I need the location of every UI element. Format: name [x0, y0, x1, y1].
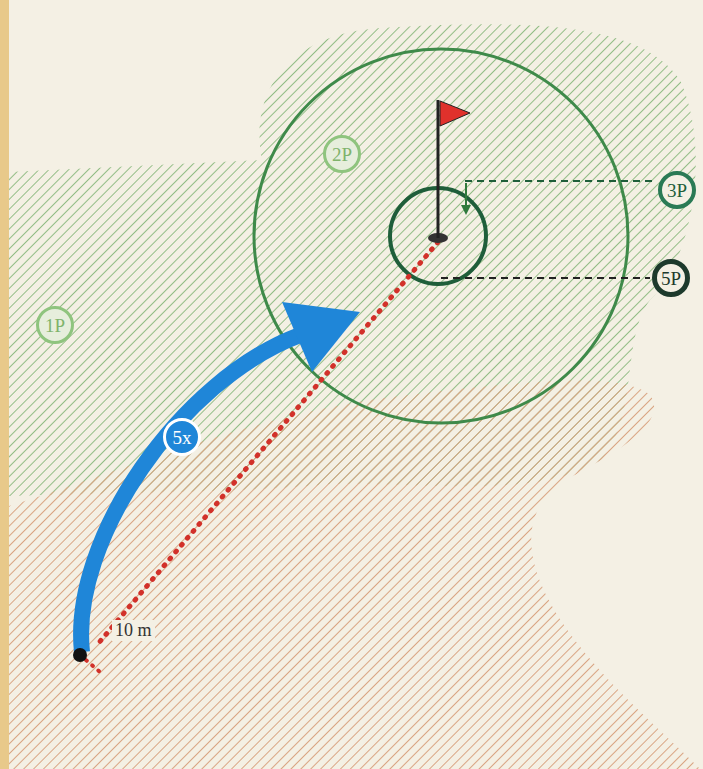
shot-count-badge: 5x [163, 418, 201, 456]
two-putt-zone [254, 49, 628, 423]
flag [440, 101, 470, 126]
putt-zone-badge: 2P [323, 135, 361, 173]
putt-zone-badge: 1P [36, 306, 74, 344]
badge-text: 1P [45, 316, 65, 335]
leader-3p-arrow [465, 183, 467, 210]
edge-strip [0, 0, 9, 769]
leader-3p [465, 180, 656, 182]
badge-text: 5x [173, 428, 192, 447]
shot-arrowhead [282, 302, 360, 372]
flag-pole [437, 100, 440, 238]
badge-text: 5P [661, 269, 681, 288]
putt-zone-badge: 3P [658, 171, 696, 209]
putt-zone-badge: 5P [652, 259, 690, 297]
shot-arrow [81, 335, 300, 652]
distance-line [97, 242, 438, 645]
leader-5p [441, 277, 650, 279]
badge-text: 2P [332, 145, 352, 164]
rough-hatch [9, 380, 700, 769]
distance-label: 10 m [112, 620, 155, 641]
badge-text: 3P [667, 181, 687, 200]
ball [73, 648, 87, 662]
